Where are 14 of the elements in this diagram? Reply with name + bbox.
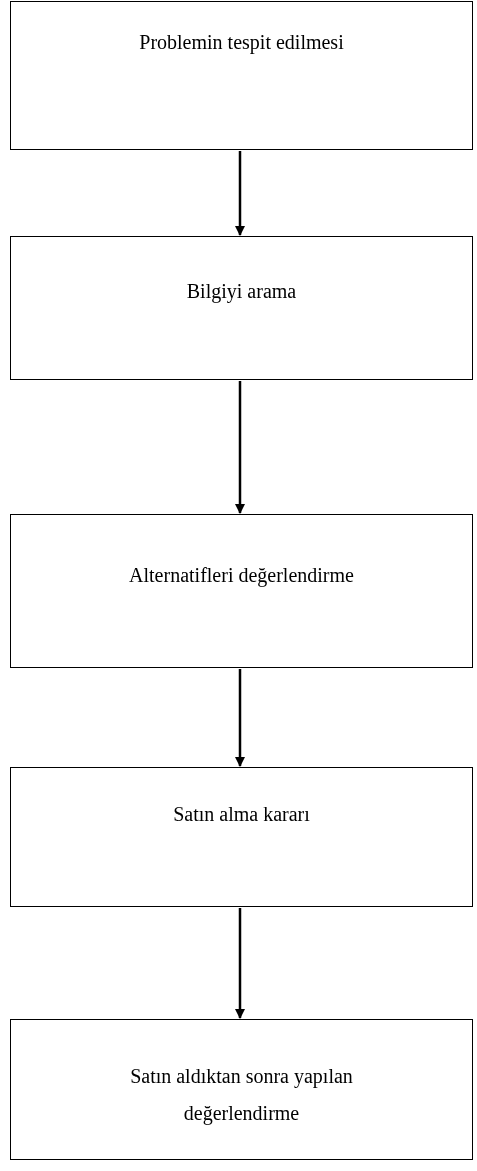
box-label: Satın aldıktan sonra yapılan değerlendirme [129, 1064, 354, 1127]
box-label: Bilgiyi arama [186, 279, 297, 305]
box-label: Problemin tespit edilmesi [139, 30, 344, 56]
process-box [10, 1019, 473, 1160]
arrow [235, 669, 245, 767]
process-box [10, 767, 473, 907]
box-label: Alternatifleri değerlendirme [129, 563, 354, 589]
process-box [10, 1, 473, 150]
arrow [235, 151, 245, 236]
arrow [235, 908, 245, 1019]
arrow [235, 381, 245, 514]
process-box [10, 514, 473, 668]
process-box [10, 236, 473, 380]
box-label: Satın alma kararı [173, 802, 310, 827]
